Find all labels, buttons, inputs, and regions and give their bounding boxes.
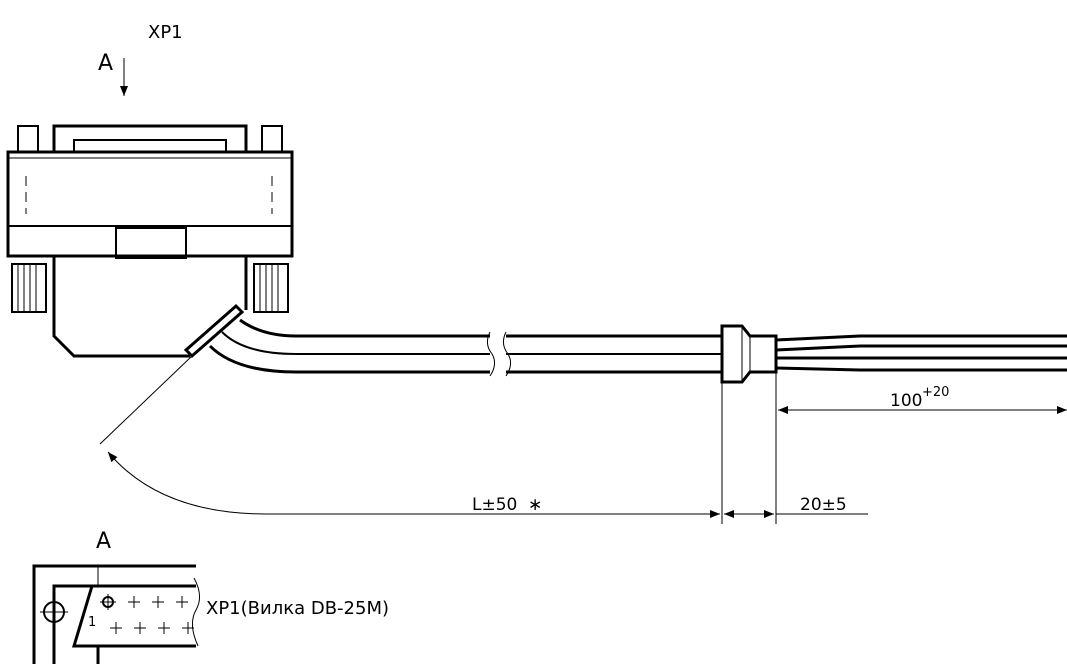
connector-ref-label: XP1 bbox=[148, 22, 183, 43]
view-a-title: A bbox=[96, 529, 111, 554]
connector-caption: XP1(Вилка DB-25M) bbox=[206, 598, 389, 619]
length-dimension bbox=[107, 451, 720, 518]
length-dimension-label: L±50 bbox=[472, 495, 517, 515]
length-dimension-mark: ∗ bbox=[528, 495, 542, 515]
pin-number-label: 1 bbox=[88, 615, 96, 630]
wire-length-tolerance: +20 bbox=[922, 385, 949, 400]
connector-xp1-side-view bbox=[6, 124, 294, 359]
extension-lines bbox=[99, 355, 777, 524]
strip-length-label: 20±5 bbox=[800, 495, 847, 515]
wire-length-label: 100 bbox=[890, 391, 922, 411]
connector-face-view-a bbox=[32, 564, 200, 664]
cable-body bbox=[208, 318, 1067, 384]
view-marker-label: A bbox=[98, 51, 113, 76]
